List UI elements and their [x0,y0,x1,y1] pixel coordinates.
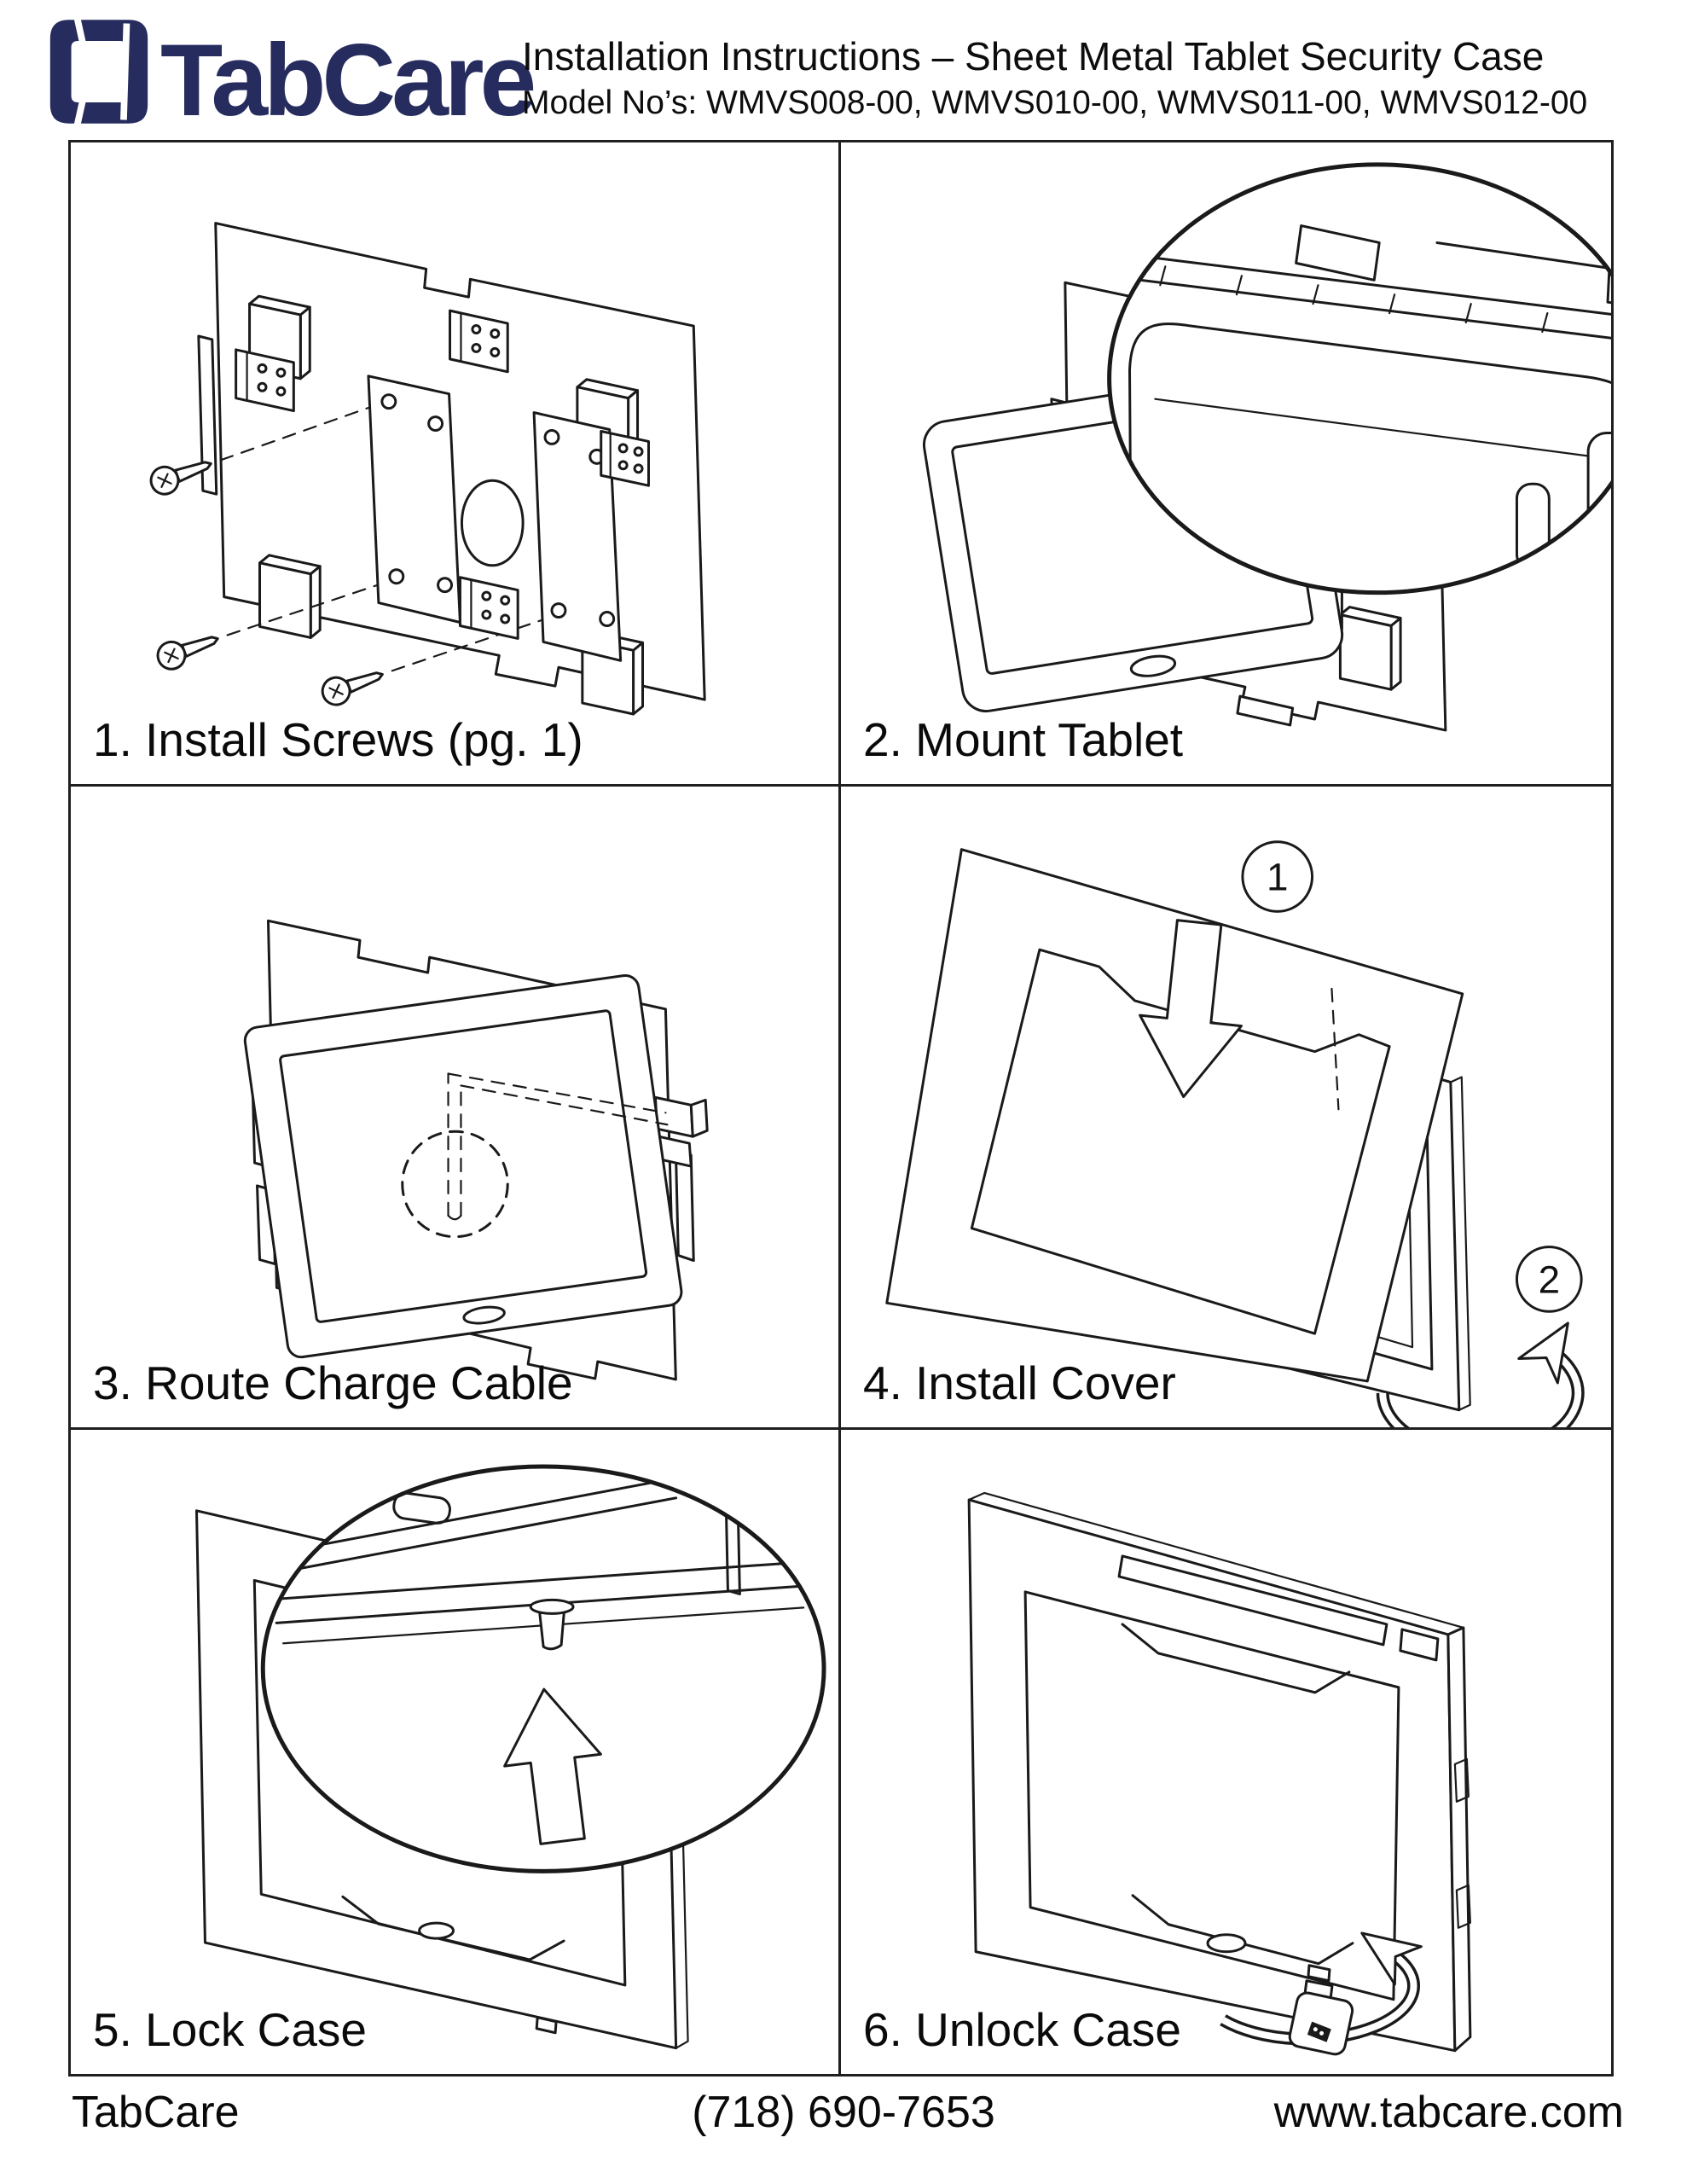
marker-1-label: 1 [1267,855,1288,898]
lock-case-illustration [195,1464,826,2050]
step-5-cell: 5. Lock Case [71,1430,841,2074]
up-arrow-icon [503,1687,602,1846]
footer-phone: (718) 690-7653 [692,2088,995,2137]
footer-website: www.tabcare.com [1273,2088,1624,2137]
step-4-caption: 4. Install Cover [863,1356,1176,1410]
footer: TabCare (718) 690-7653 www.tabcare.com [0,2087,1687,2146]
charge-connector [653,1095,709,1168]
screw-leader-lines [219,401,557,672]
magnifier-detail [260,1464,826,1874]
magnifier-ellipse [1107,162,1611,595]
model-numbers: Model No’s: WMVS008-00, WMVS010-00, WMVS… [522,84,1588,121]
marker-2-badge: 2 [1515,1245,1583,1313]
screw-icon [156,636,219,671]
step-6-caption: 6. Unlock Case [863,2003,1181,2056]
step-6-cell: 6. Unlock Case [841,1430,1611,2074]
step-1-caption: 1. Install Screws (pg. 1) [93,712,583,766]
down-arrow-icon [1139,918,1243,1098]
rotate-arrow-icon [1376,1321,1585,1428]
cable-hole [460,479,525,567]
marker-1-badge: 1 [1241,839,1314,913]
footer-brand: TabCare [72,2088,240,2137]
route-cable-illustration [243,919,709,1381]
tabcare-logo-icon [49,17,148,126]
install-screws-illustration [149,222,706,716]
marker-2-label: 2 [1539,1258,1560,1301]
magnifier-ellipse [260,1464,826,1874]
document-title: Installation Instructions – Sheet Metal … [522,34,1545,78]
step-3-caption: 3. Route Charge Cable [93,1356,573,1410]
rotate-arrow-icon [1220,1931,1423,2046]
assembled-case [967,1492,1472,2053]
install-cover-illustration: 1 2 [885,839,1585,1428]
screw-icon [321,671,384,706]
logo-wordmark: TabCare [160,23,536,137]
step-4-cell: 1 2 4. Install Cover [841,786,1611,1431]
header-title-block: Installation Instructions – Sheet Metal … [522,34,1587,123]
steps-grid: 1. Install Screws (pg. 1) [68,140,1614,2077]
step-2-cell: 2. Mount Tablet [841,142,1611,787]
key-icon [1288,1964,1354,2056]
dashed-cable [401,1072,669,1238]
step-1-cell: 1. Install Screws (pg. 1) [71,142,841,787]
lock-pin-icon [529,1599,575,1651]
mount-tablet-illustration [922,162,1611,732]
screw-icon [149,461,212,496]
case-with-tablet [243,973,683,1358]
cover-frame [885,847,1464,1383]
mounting-bars [367,375,623,662]
corner-brackets [235,309,650,640]
unlock-case-illustration [967,1492,1472,2056]
step-3-cell: 3. Route Charge Cable [71,786,841,1431]
step-2-caption: 2. Mount Tablet [863,712,1184,766]
step-5-caption: 5. Lock Case [93,2003,368,2056]
